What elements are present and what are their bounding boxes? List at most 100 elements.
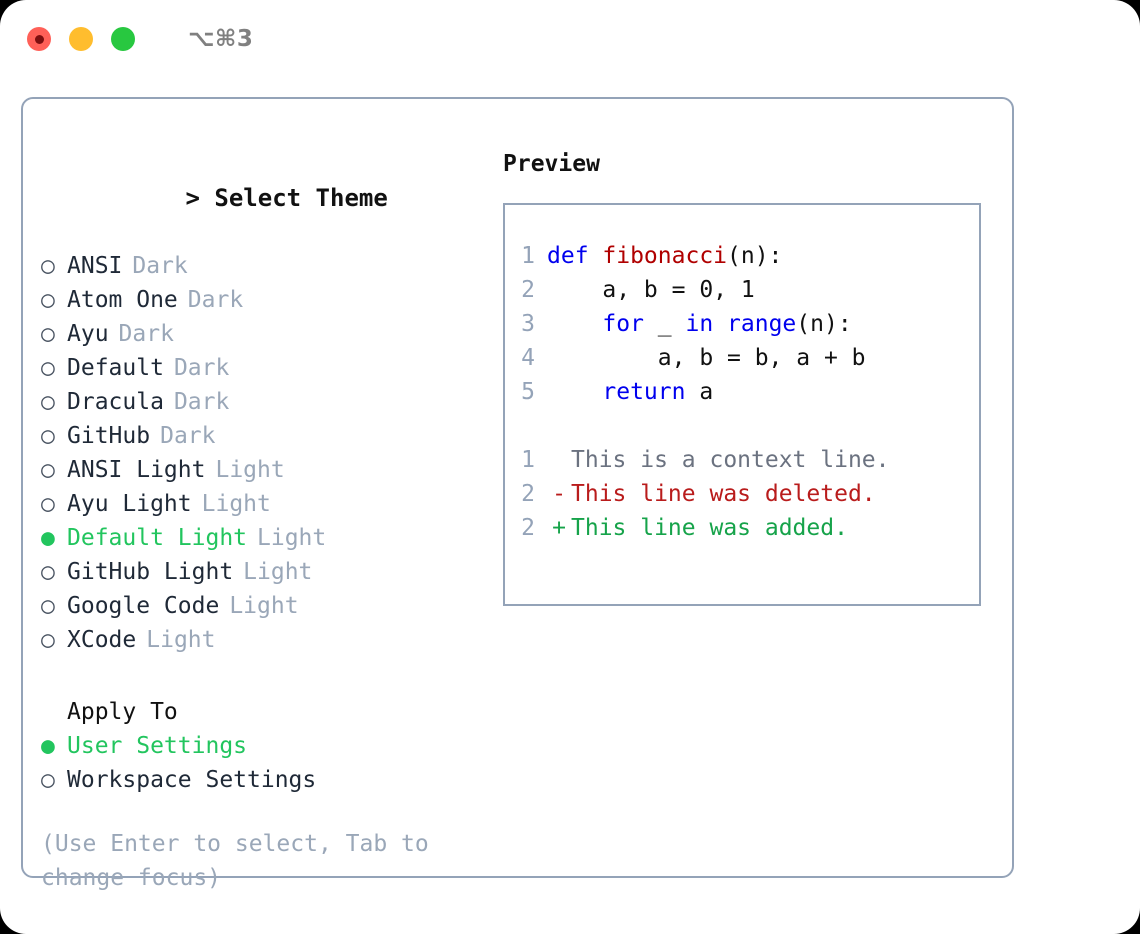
theme-option-label: Atom One [67, 287, 178, 313]
diff-line-add: 2 +This line was added. [505, 511, 979, 545]
theme-option-label: GitHub [67, 423, 151, 449]
radio-unselected-icon: ○ [41, 559, 55, 585]
keyboard-hint-text: (Use Enter to select, Tab to change focu… [41, 831, 443, 891]
line-number: 2 [521, 277, 535, 303]
theme-option-label: Google Code [67, 593, 220, 619]
code-token-kw: range [727, 311, 797, 337]
apply-to-option-list[interactable]: ●User Settings ○ Workspace Settings [41, 729, 503, 797]
apply-to-option-user-settings[interactable]: ●User Settings [41, 729, 503, 763]
code-token-plain: _ [643, 311, 686, 337]
theme-variant-tag: Light [201, 491, 271, 517]
theme-option-label: ANSI [67, 253, 123, 279]
code-line: 4 a, b = b, a + b [505, 341, 979, 375]
apply-to-title: Apply To [67, 699, 178, 725]
diff-marker: - [552, 481, 566, 507]
theme-option-label: Ayu Light [67, 491, 192, 517]
code-token-punct: (n): [727, 243, 783, 269]
theme-option-github-light[interactable]: ○ GitHub Light Light [41, 555, 503, 589]
code-token-plain: a, b = b, a + b [547, 345, 866, 371]
theme-variant-tag: Light [146, 627, 216, 653]
diff-line-context: 1 This is a context line. [505, 443, 979, 477]
radio-unselected-icon: ○ [41, 287, 55, 313]
radio-unselected-icon: ○ [41, 423, 55, 449]
apply-to-option-label: Workspace Settings [67, 767, 317, 793]
radio-unselected-icon: ○ [41, 457, 55, 483]
theme-option-ansi-light[interactable]: ○ ANSI Light Light [41, 453, 503, 487]
theme-option-label: Dracula [67, 389, 164, 415]
theme-variant-tag: Light [243, 559, 313, 585]
theme-option-label: GitHub Light [67, 559, 234, 585]
theme-option-default[interactable]: ○ Default Dark [41, 351, 503, 385]
code-token-punct: (n): [796, 311, 852, 337]
radio-unselected-icon: ○ [41, 767, 55, 793]
minimize-button-icon[interactable] [69, 27, 93, 51]
theme-variant-tag: Dark [173, 389, 230, 415]
theme-option-label: ANSI Light [67, 457, 206, 483]
diff-marker [547, 443, 571, 477]
theme-variant-tag: Dark [173, 355, 230, 381]
radio-unselected-icon: ○ [41, 491, 55, 517]
code-token-fn: fibonacci [602, 243, 728, 269]
line-number: 1 [521, 447, 535, 473]
code-token-plain [547, 311, 602, 337]
diff-text: This is a context line. [571, 447, 890, 473]
radio-unselected-icon: ○ [41, 321, 55, 347]
code-line: 2 a, b = 0, 1 [505, 273, 979, 307]
code-line: 1 def fibonacci(n): [505, 239, 979, 273]
theme-option-label: Default Light [67, 525, 248, 551]
theme-variant-tag: Dark [132, 253, 188, 279]
window-controls [27, 27, 135, 51]
maximize-button-icon[interactable] [111, 27, 135, 51]
theme-variant-tag: Dark [187, 287, 244, 313]
diff-line-del: 2-This line was deleted. [505, 477, 979, 511]
line-number: 4 [521, 345, 535, 371]
radio-unselected-icon: ○ [41, 355, 55, 381]
diff-sample: 1 This is a context line.2-This line was… [505, 443, 979, 545]
code-text: a, b = 0, 1 [547, 273, 754, 307]
apply-to-option-workspace-settings[interactable]: ○ Workspace Settings [41, 763, 503, 797]
code-text: def fibonacci(n): [547, 239, 782, 273]
theme-variant-tag: Light [215, 457, 285, 483]
line-number: 2 [521, 515, 535, 541]
code-token-kw: in [685, 311, 714, 337]
theme-option-ayu-light[interactable]: ○ Ayu Light Light [41, 487, 503, 521]
code-text: for _ in range(n): [547, 307, 852, 341]
theme-option-label: Default [67, 355, 164, 381]
code-token-kw: def [547, 243, 603, 269]
line-number: 1 [521, 243, 535, 269]
code-line: 3 for _ in range(n): [505, 307, 979, 341]
code-token-plain [547, 379, 602, 405]
diff-text: This line was added. [571, 515, 848, 541]
code-line: 5 return a [505, 375, 979, 409]
radio-unselected-icon: ○ [41, 593, 55, 619]
radio-unselected-icon: ○ [41, 389, 55, 415]
theme-variant-tag: Dark [118, 321, 174, 347]
title-bar: ⌥⌘3 [0, 0, 1140, 78]
keyboard-shortcut-label: ⌥⌘3 [188, 26, 254, 52]
theme-variant-tag: Light [257, 525, 327, 551]
prompt-caret-icon: > [185, 184, 200, 212]
theme-option-dracula[interactable]: ○ Dracula Dark [41, 385, 503, 419]
radio-unselected-icon: ○ [41, 627, 55, 653]
close-button-icon[interactable] [27, 27, 51, 51]
apply-to-option-label: User Settings [67, 733, 248, 759]
section-spacer [41, 657, 503, 695]
theme-option-atom-one[interactable]: ○ Atom One Dark [41, 283, 503, 317]
preview-title: Preview [503, 151, 600, 177]
theme-picker-title: > Select Theme [41, 147, 503, 249]
code-text: a, b = b, a + b [547, 341, 866, 375]
code-text: return a [547, 375, 713, 409]
diff-marker: + [552, 515, 566, 541]
